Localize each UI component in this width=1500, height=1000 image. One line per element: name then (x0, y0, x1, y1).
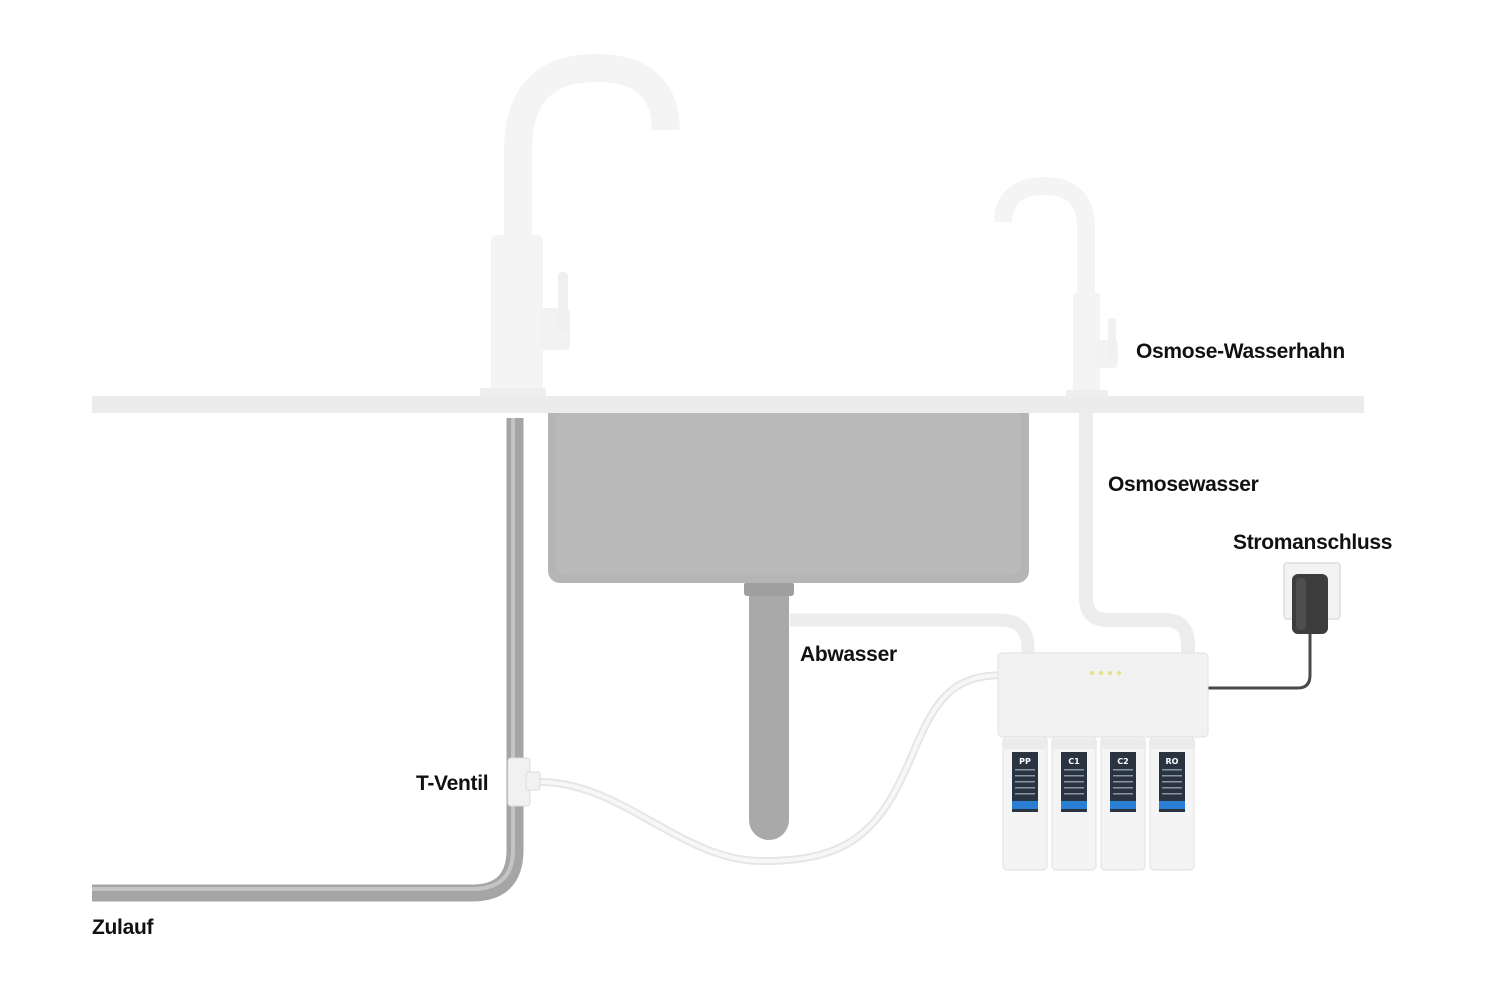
label-power-connection: Stromanschluss (1233, 531, 1393, 554)
inlet-pipe-highlight (92, 418, 515, 891)
label-osmosis-water: Osmosewasser (1108, 473, 1259, 496)
label-inlet: Zulauf (92, 916, 154, 939)
filter-cartridge: C2 (1100, 736, 1146, 871)
drain-flange (744, 582, 794, 596)
status-led (1107, 670, 1113, 676)
main-faucet (480, 53, 680, 398)
filter-cartridge: C1 (1051, 736, 1097, 871)
cartridge-code: C2 (1117, 757, 1128, 766)
label-t-valve: T-Ventil (416, 772, 489, 795)
cartridge-code: C1 (1068, 757, 1080, 766)
osmosis-water-line (1079, 408, 1195, 660)
feed-hose-inner (536, 673, 1006, 864)
filter-cartridges: PP C1 C2 RO (1002, 736, 1195, 871)
status-led (1089, 670, 1095, 676)
filter-cartridge: RO (1149, 736, 1195, 871)
label-wastewater: Abwasser (800, 643, 897, 666)
ro-filter-unit (997, 652, 1209, 738)
countertop (92, 396, 1364, 413)
power-cable (1208, 632, 1312, 690)
cartridge-code: PP (1019, 757, 1031, 766)
status-led (1098, 670, 1104, 676)
label-osmosis-faucet: Osmose-Wasserhahn (1136, 340, 1345, 363)
status-led (1116, 670, 1122, 676)
filter-cartridge: PP (1002, 736, 1048, 871)
wastewater-line (790, 613, 1035, 660)
cartridge-code: RO (1166, 757, 1179, 766)
osmosis-faucet (994, 176, 1118, 398)
sink-basin-inner (556, 410, 1021, 575)
t-valve (507, 757, 541, 807)
power-adapter-shade (1296, 578, 1306, 630)
inlet-pipe (92, 418, 524, 902)
ro-unit-head (997, 652, 1209, 738)
